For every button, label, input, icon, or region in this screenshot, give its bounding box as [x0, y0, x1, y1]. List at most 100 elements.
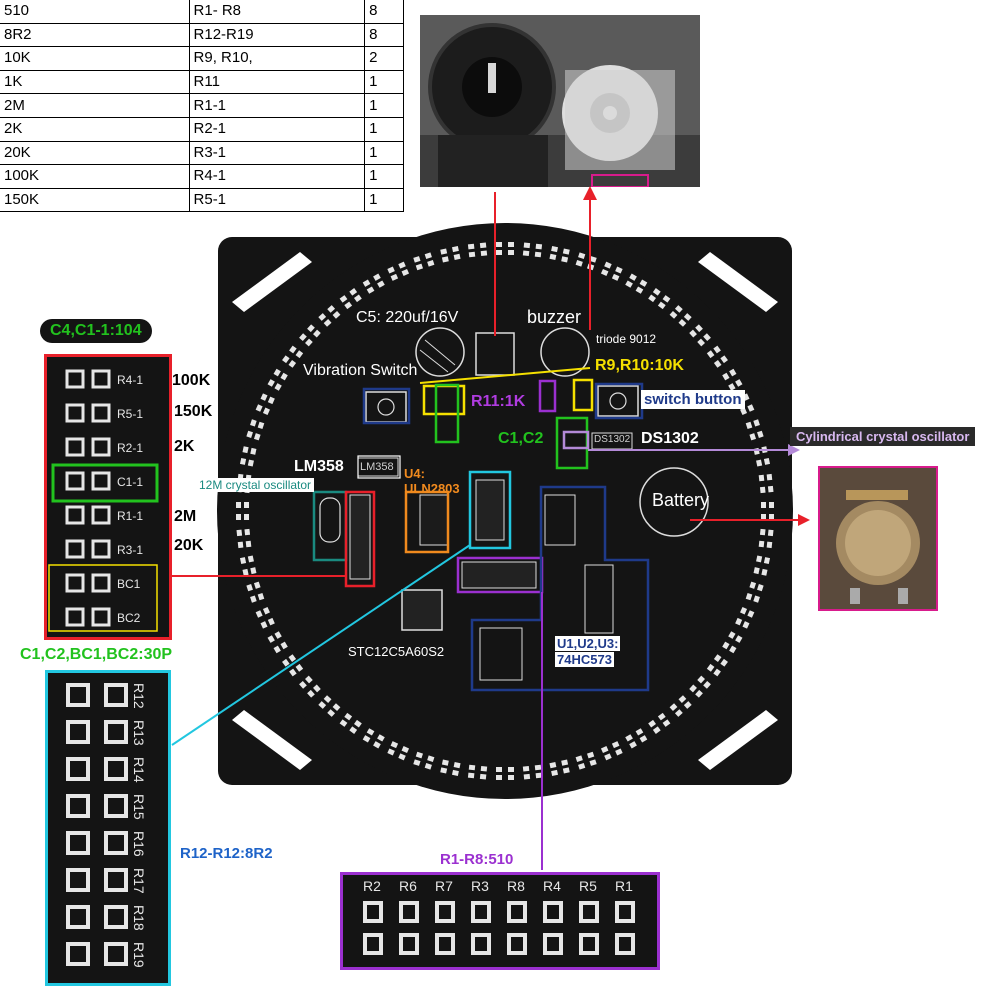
- photo-drawing: [420, 15, 700, 188]
- u4-box: [404, 490, 450, 554]
- led-pad-pair: [387, 261, 410, 281]
- buzzer-label: buzzer: [527, 307, 582, 327]
- value-2m: 2M: [174, 508, 197, 525]
- vibration-switch-label: Vibration Switch: [303, 362, 418, 379]
- resistor-label: R12: [131, 683, 147, 709]
- bom-value-cell: 8R2: [0, 23, 190, 48]
- bom-designator-cell: R4-1: [189, 164, 366, 189]
- u4-label: U4:: [404, 466, 425, 481]
- led-pad-pair: [745, 581, 764, 603]
- dc-jack-buzzer-photo: [420, 15, 700, 188]
- led-pad-pair: [549, 759, 570, 777]
- smd-pad: [104, 794, 128, 818]
- led-pad-pair: [625, 273, 648, 294]
- led-pad-pair: [299, 324, 321, 347]
- led-pad-pair: [467, 242, 488, 258]
- led-pad-pair: [255, 606, 275, 629]
- smd-pad: [579, 901, 599, 923]
- battery-holder-photo: [818, 466, 938, 611]
- smd-pad: [66, 757, 90, 781]
- smd-pad: [399, 901, 419, 923]
- led-pad-pair: [440, 245, 461, 263]
- bom-qty-cell: 8: [364, 0, 404, 24]
- resistor-label: R2: [363, 878, 381, 894]
- bom-qty-cell: 1: [364, 93, 404, 118]
- led-pad-ring: [236, 242, 774, 780]
- smd-pad: [104, 905, 128, 929]
- smd-pad: [65, 403, 85, 423]
- led-pad-pair: [722, 631, 743, 654]
- lm358-silk: LM358: [360, 461, 394, 473]
- resistor-label: R13: [131, 720, 147, 746]
- c1-1-highlight: [51, 463, 159, 503]
- bom-designator-cell: R9, R10,: [189, 46, 366, 71]
- led-pad-pair: [549, 245, 570, 263]
- bom-value-cell: 1K: [0, 70, 190, 95]
- led-pad-pair: [267, 368, 288, 391]
- bom-designator-cell: R2-1: [189, 117, 366, 142]
- led-pad-pair: [339, 712, 362, 734]
- led-pad-pair: [362, 273, 385, 294]
- r12-r19-box: [468, 470, 512, 550]
- smd-pad: [543, 901, 563, 923]
- bom-qty-cell: 8: [364, 23, 404, 48]
- led-pad-pair: [735, 606, 755, 629]
- led-pad-pair: [239, 555, 257, 576]
- cylindrical-crystal-label: Cylindrical crystal oscillator: [790, 427, 976, 446]
- smd-pad: [543, 933, 563, 955]
- led-pad-pair: [625, 728, 648, 749]
- bom-qty-cell: 1: [364, 164, 404, 189]
- vibration-switch-box: [362, 387, 411, 425]
- switch-button-label: switch button: [641, 390, 745, 409]
- r11-box: [538, 379, 557, 413]
- led-pad-pair: [236, 528, 252, 549]
- smd-pad: [507, 933, 527, 955]
- value-100k: 100K: [172, 372, 211, 389]
- smd-pad: [66, 868, 90, 892]
- smd-pad: [615, 901, 635, 923]
- battery-label: Battery: [652, 490, 710, 510]
- led-pad-pair: [496, 767, 514, 780]
- led-pad-pair: [236, 502, 249, 520]
- led-pad-pair: [318, 695, 341, 717]
- smd-pad: [471, 933, 491, 955]
- component-label: R2-1: [117, 441, 143, 455]
- c5-label: C5: 220uf/16V: [356, 309, 459, 326]
- component-label: R4-1: [117, 373, 143, 387]
- resistor-label: R18: [131, 905, 147, 931]
- value-150k: 150K: [174, 403, 213, 420]
- led-pad-pair: [600, 261, 623, 281]
- resistor-label: R5: [579, 878, 597, 894]
- led-pad-pair: [255, 393, 275, 416]
- smd-pad: [363, 901, 383, 923]
- ds1302-label: DS1302: [641, 430, 699, 447]
- led-pad-pair: [758, 528, 774, 549]
- smd-pad: [471, 901, 491, 923]
- resistor-label: R8: [507, 878, 525, 894]
- bom-value-cell: 20K: [0, 141, 190, 166]
- smd-pad: [65, 471, 85, 491]
- smd-pad: [91, 573, 111, 593]
- led-pad-pair: [239, 446, 257, 467]
- led-pad-pair: [648, 712, 671, 734]
- left-panel-footer: C1,C2,BC1,BC2:30P: [20, 646, 173, 663]
- led-pad-pair: [522, 242, 543, 258]
- smd-pad: [91, 437, 111, 457]
- smd-pad: [104, 868, 128, 892]
- smd-pad: [91, 539, 111, 559]
- corner-cutouts: [232, 252, 778, 770]
